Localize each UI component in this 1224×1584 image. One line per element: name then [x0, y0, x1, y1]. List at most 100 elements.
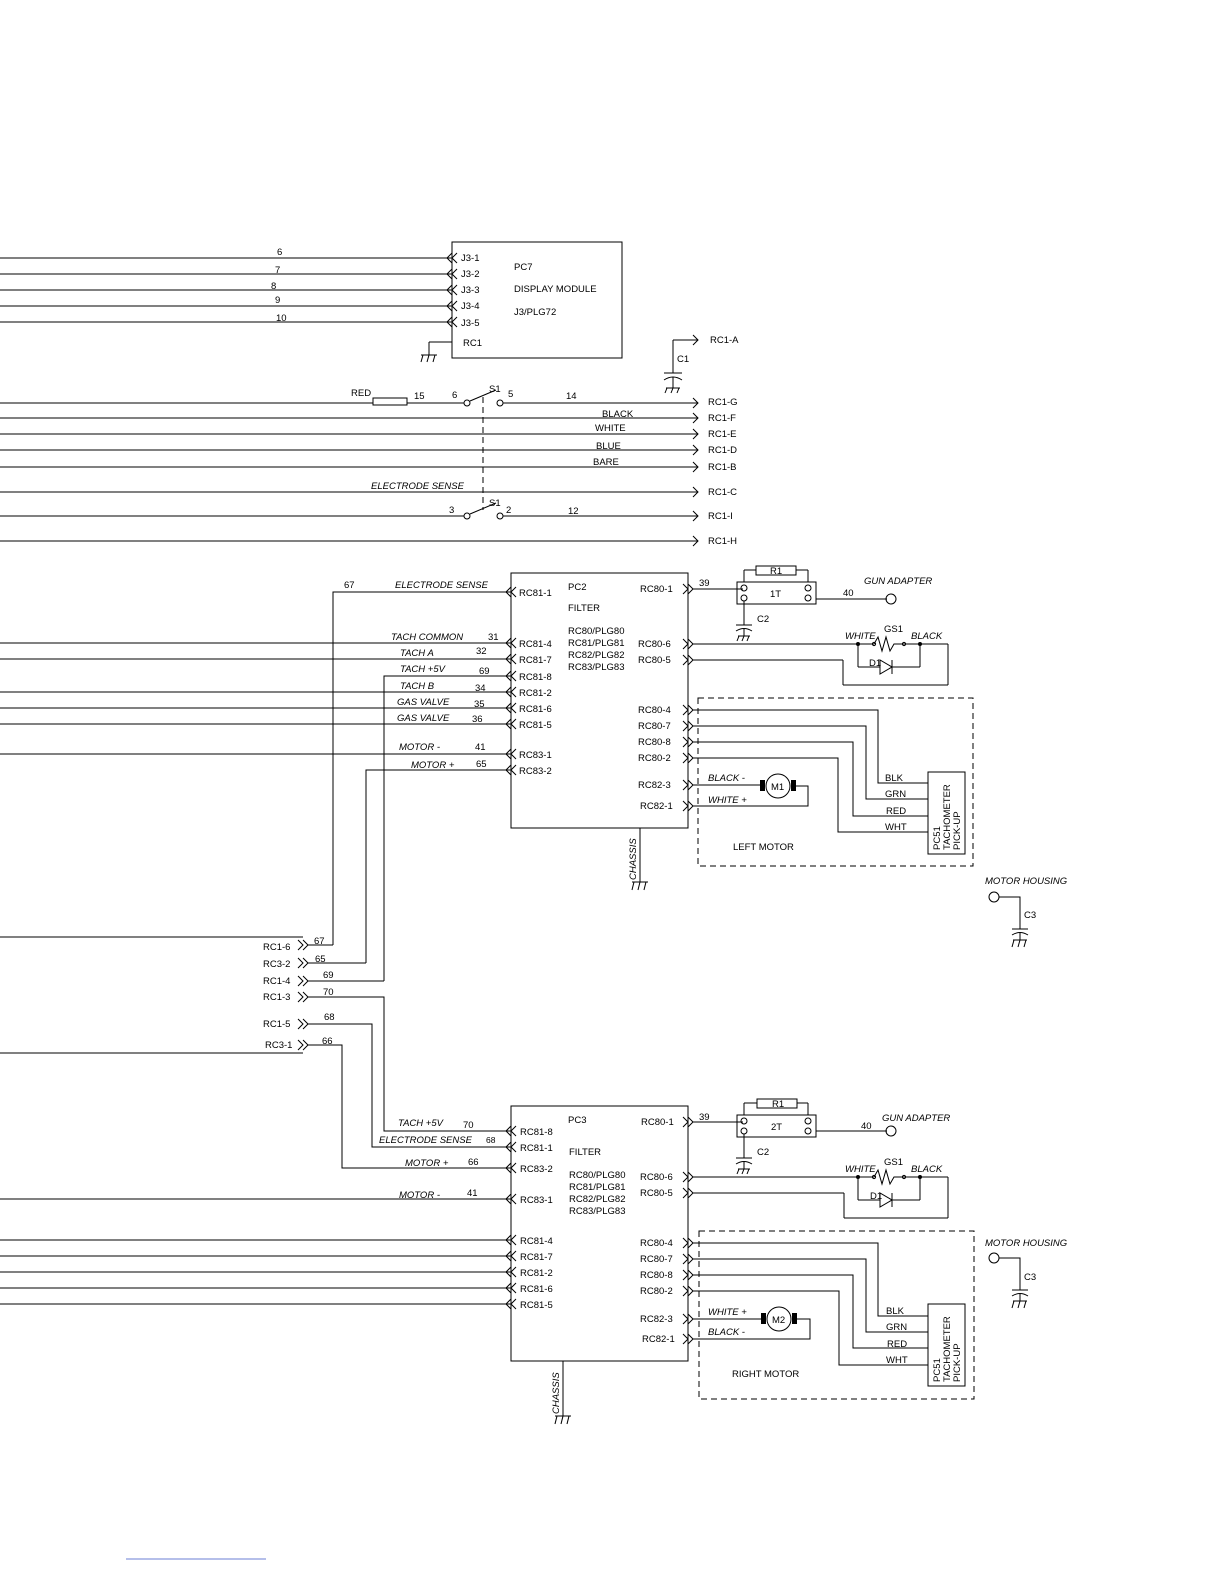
pc3-pin-label: RC80-6: [640, 1172, 673, 1183]
rc1-pin-label: RC1-C: [708, 487, 737, 498]
pc3-wire-label: 66: [468, 1157, 479, 1168]
rc1-a-label: RC1-A: [710, 335, 739, 346]
pc2-pin-label: RC82-1: [640, 801, 673, 812]
pc3-wire-label: 68: [486, 1135, 496, 1145]
pc3-wire-label: 40: [861, 1121, 872, 1132]
pc3-tach-wire-label: BLK: [886, 1306, 905, 1317]
pc3-left-connectors: [505, 1125, 517, 1310]
pc3-tach-wire-label: GRN: [886, 1322, 907, 1333]
pc2-wire-label: 36: [472, 714, 483, 725]
c3-label: C3: [1024, 910, 1036, 921]
pc2-signal-label: GAS VALVE: [397, 713, 450, 724]
rc-wire-label: 66: [322, 1036, 333, 1047]
right-motor-label: RIGHT MOTOR: [732, 1369, 799, 1380]
pc7-display-module: PC7 DISPLAY MODULE J3/PLG72 6 7 8 9 10 J…: [0, 241, 623, 363]
pc2-pin-label: RC80-4: [638, 705, 671, 716]
rc1-pin-label: RC1-I: [708, 511, 733, 522]
rc1-pin-label: RC1-B: [708, 462, 737, 473]
pc2-left-connectors: [505, 586, 517, 776]
wire-label: 14: [566, 391, 577, 402]
rc-pin-label: RC3-2: [263, 959, 290, 970]
pc2-wire-label: 34: [475, 683, 486, 694]
pc7-wire-label: 10: [276, 313, 287, 324]
pc7-ground-label: RC1: [463, 338, 482, 349]
pc7-connector: J3/PLG72: [514, 307, 556, 318]
pc2-gun-adapter-label: GUN ADAPTER: [864, 576, 932, 587]
pc3-signal-label: TACH +5V: [398, 1118, 445, 1129]
pc7-wire-label: 7: [275, 265, 280, 276]
switch-pin-label: 6: [452, 390, 457, 401]
pc2-pin-label: RC81-4: [519, 639, 552, 650]
pc3-plug: RC83/PLG83: [569, 1206, 626, 1217]
pc3-pin-label: RC80-8: [640, 1270, 673, 1281]
pc2-tach-wire-label: GRN: [885, 789, 906, 800]
pc2-c2-label: C2: [757, 614, 769, 625]
pc3-signal-label: MOTOR -: [399, 1190, 440, 1201]
pc3-pin-label: RC80-7: [640, 1254, 673, 1265]
pc3-pin-label: RC81-8: [520, 1127, 553, 1138]
pc7-wire-label: 9: [275, 295, 280, 306]
rc-mid-connectors: RC1-6 RC3-2 RC1-4 RC1-3 RC1-5 RC3-1 67 6…: [0, 936, 511, 1169]
tach-box-line: PICK-UP: [952, 811, 963, 850]
pc3-pin-label: RC81-7: [520, 1252, 553, 1263]
rc-pin-label: RC1-6: [263, 942, 290, 953]
pc2-pin-label: RC80-5: [638, 655, 671, 666]
pc2-wire-label: 41: [475, 742, 486, 753]
motor-housing-top: MOTOR HOUSING C3: [985, 876, 1067, 948]
pc3-motor-wire-label: WHITE +: [708, 1307, 747, 1318]
wire-label: 15: [414, 391, 425, 402]
pc2-pin-label: RC83-2: [519, 766, 552, 777]
pc7-wire-label: 8: [271, 281, 276, 292]
pc3-gs-white-label: WHITE: [845, 1164, 876, 1175]
pc3-c2-label: C2: [757, 1147, 769, 1158]
pc2-signal-label: GAS VALVE: [397, 697, 450, 708]
pc7-wire-label: 6: [277, 247, 282, 258]
pc2-gs-white-label: WHITE: [845, 631, 876, 642]
pc2-filter-module: PC2 FILTER RC80/PLG80 RC81/PLG81 RC82/PL…: [0, 565, 974, 981]
pc3-signal-label: ELECTRODE SENSE: [379, 1135, 473, 1146]
rc-wire-label: 65: [315, 954, 326, 965]
rc1-pin-label: RC1-H: [708, 536, 737, 547]
pc2-pin-label: RC81-8: [519, 672, 552, 683]
pc7-name: PC7: [514, 262, 532, 273]
pc2-wire-label: 32: [476, 646, 487, 657]
rc1-pin-label: RC1-D: [708, 445, 737, 456]
pc2-plug: RC80/PLG80: [568, 626, 625, 637]
pc3-pin-label: RC80-4: [640, 1238, 673, 1249]
motor-housing-bottom: MOTOR HOUSING C3: [985, 1238, 1067, 1309]
pc2-pin-label: RC80-2: [638, 753, 671, 764]
pc2-plug: RC83/PLG83: [568, 662, 625, 673]
pc3-title: FILTER: [569, 1147, 601, 1158]
pc2-wire-label: 31: [488, 632, 499, 643]
pc2-pin-label: RC80-8: [638, 737, 671, 748]
wire-color-label: BLACK: [602, 409, 634, 420]
pc2-signal-label: TACH +5V: [400, 664, 447, 675]
pc2-signal-label: MOTOR -: [399, 742, 440, 753]
switch-pin-label: 2: [506, 505, 511, 516]
pc3-transformer-label: 2T: [771, 1122, 782, 1133]
pc3-d1-label: D1: [870, 1191, 882, 1202]
pc3-pin-label: RC81-1: [520, 1143, 553, 1154]
pc3-pin-label: RC81-4: [520, 1236, 553, 1247]
rc-pin-label: RC1-4: [263, 976, 290, 987]
pc3-tach-wire-label: WHT: [886, 1355, 908, 1366]
switch-s1-label: S1: [489, 384, 501, 395]
pc3-tachometer-box: [927, 1303, 966, 1387]
pc3-pin-label: RC80-1: [641, 1117, 674, 1128]
c1-label: C1: [677, 354, 689, 365]
pc3-gs1-label: GS1: [884, 1157, 903, 1168]
m2-label: M2: [772, 1315, 785, 1326]
pc3-gs-black-label: BLACK: [911, 1164, 943, 1175]
rc-wire-label: 67: [314, 936, 325, 947]
pc2-pin-label: RC81-6: [519, 704, 552, 715]
rc1-connector-block: C1 RC1-A RED 15 6 5 S1 14 BLACK WHITE BL…: [0, 334, 739, 547]
pc2-chassis-label: CHASSIS: [628, 838, 639, 880]
rc-wire-label: 69: [323, 970, 334, 981]
pc3-wire-label: 39: [699, 1112, 710, 1123]
pc2-pin-label: RC81-2: [519, 688, 552, 699]
pc7-pin-label: J3-4: [461, 301, 479, 312]
pc2-title: FILTER: [568, 603, 600, 614]
rc1-pin-label: RC1-F: [708, 413, 736, 424]
pc2-pin-label: RC80-7: [638, 721, 671, 732]
